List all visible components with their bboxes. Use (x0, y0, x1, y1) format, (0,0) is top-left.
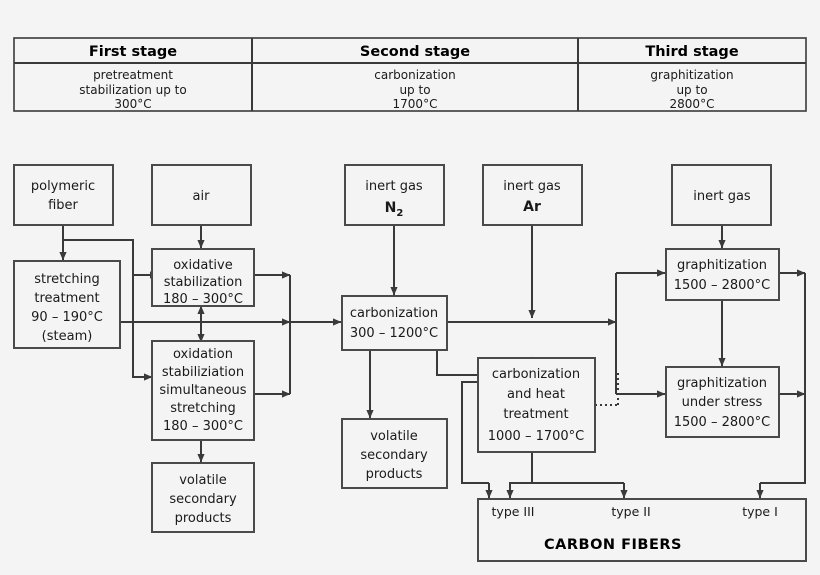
stage-1-line-1: pretreatment (93, 68, 173, 82)
inert-gas-n2-label: inert gas (365, 179, 423, 194)
oxidative-line-3: 180 – 300°C (163, 292, 243, 307)
stage-2-line-2: up to (399, 83, 430, 97)
volatile-left-line-1: volatile (179, 473, 227, 488)
type-i-label: type I (742, 504, 778, 519)
graphitization-line-2: 1500 – 2800°C (674, 278, 771, 293)
node-carbon-fibers[interactable]: type III type II type I CARBON FIBERS (477, 498, 807, 562)
node-graphitization-under-stress[interactable]: graphitization under stress 1500 – 2800°… (665, 366, 780, 438)
stage-header-1: First stage (89, 44, 177, 60)
stage-1-line-2: stabilization up to (79, 83, 186, 97)
carbon-fibers-title: CARBON FIBERS (544, 537, 682, 553)
stage-3-line-3: 2800°C (670, 97, 715, 111)
edge-carbheat-to-type3b (506, 482, 532, 499)
oxidation-line-2: stabiliziation (162, 365, 244, 380)
stage-3-line-1: graphitization (650, 68, 733, 82)
edge-carbheat-left-to-type3-h (461, 381, 489, 484)
volatile-mid-line-1: volatile (370, 429, 418, 444)
inert-gas-ar-formula: Ar (523, 199, 541, 215)
stage-2-line-3: 1700°C (393, 97, 438, 111)
polymeric-fiber-line-2: fiber (48, 198, 78, 213)
node-inert-gas-ar[interactable]: inert gas Ar (482, 164, 583, 226)
node-inert-gas-right[interactable]: inert gas (671, 164, 772, 226)
oxidation-line-3: simultaneous (159, 383, 246, 398)
volatile-mid-line-2: secondary (360, 448, 428, 463)
stage-3-line-2: up to (676, 83, 707, 97)
node-air[interactable]: air (151, 164, 252, 226)
stretching-line-2: treatment (34, 291, 99, 306)
stage-header-3: Third stage (645, 44, 738, 60)
graph-stress-line-2: under stress (682, 395, 763, 410)
node-polymeric-fiber[interactable]: polymeric fiber (13, 164, 114, 226)
connectors (59, 225, 806, 499)
stretching-line-4: (steam) (42, 329, 93, 344)
stretching-line-1: stretching (34, 272, 100, 287)
stage-2-line-1: carbonization (374, 68, 455, 82)
carbonization-line-1: carbonization (350, 306, 438, 321)
oxidation-line-1: oxidation (173, 347, 233, 362)
inert-gas-right-label: inert gas (693, 189, 751, 204)
stage-header-2: Second stage (360, 44, 470, 60)
inert-gas-n2-formula: N2 (385, 200, 404, 219)
node-graphitization[interactable]: graphitization 1500 – 2800°C (665, 248, 780, 301)
carbheat-line-1: carbonization (492, 367, 580, 382)
node-carbonization[interactable]: carbonization 300 – 1200°C (341, 295, 448, 351)
node-oxidative-stabilization[interactable]: oxidative stabilization 180 – 300°C (151, 248, 255, 307)
volatile-left-line-2: secondary (169, 492, 237, 507)
type-iii-label: type III (492, 504, 535, 519)
stretching-line-3: 90 – 190°C (31, 310, 103, 325)
oxidative-line-2: stabilization (164, 275, 243, 290)
graph-stress-line-1: graphitization (677, 376, 767, 391)
air-label: air (193, 189, 211, 204)
graphitization-line-1: graphitization (677, 258, 767, 273)
edge-carbheat-to-type2-h (531, 452, 624, 484)
volatile-left-line-3: products (175, 511, 232, 526)
volatile-mid-line-3: products (366, 467, 423, 482)
inert-gas-ar-label: inert gas (503, 179, 561, 194)
node-inert-gas-n2[interactable]: inert gas N2 (344, 164, 445, 226)
stage-table: First stage Second stage Third stage pre… (13, 37, 807, 112)
edge-fiber-to-oxidation (132, 275, 153, 381)
node-oxidation-stabiliziation[interactable]: oxidation stabiliziation simultaneous st… (151, 340, 255, 441)
oxidation-line-4: stretching (170, 401, 236, 416)
stage-1-line-3: 300°C (114, 97, 151, 111)
node-volatile-mid[interactable]: volatile secondary products (341, 418, 448, 489)
carbheat-line-4: 1000 – 1700°C (488, 429, 585, 444)
edge-fiber-branch (63, 239, 134, 275)
carbheat-line-2: and heat (507, 387, 565, 402)
node-volatile-left[interactable]: volatile secondary products (151, 462, 255, 533)
carbheat-line-3: treatment (503, 407, 568, 422)
oxidative-line-1: oxidative (173, 258, 232, 273)
type-ii-label: type II (611, 504, 650, 519)
right-bus (760, 273, 806, 484)
carbonization-line-2: 300 – 1200°C (350, 326, 438, 341)
polymeric-fiber-line-1: polymeric (31, 179, 95, 194)
graph-stress-line-3: 1500 – 2800°C (674, 415, 771, 430)
node-stretching-treatment[interactable]: stretching treatment 90 – 190°C (steam) (13, 260, 121, 349)
node-carbonization-heat-treatment[interactable]: carbonization and heat treatment 1000 – … (477, 357, 596, 453)
oxidation-line-5: 180 – 300°C (163, 419, 243, 434)
